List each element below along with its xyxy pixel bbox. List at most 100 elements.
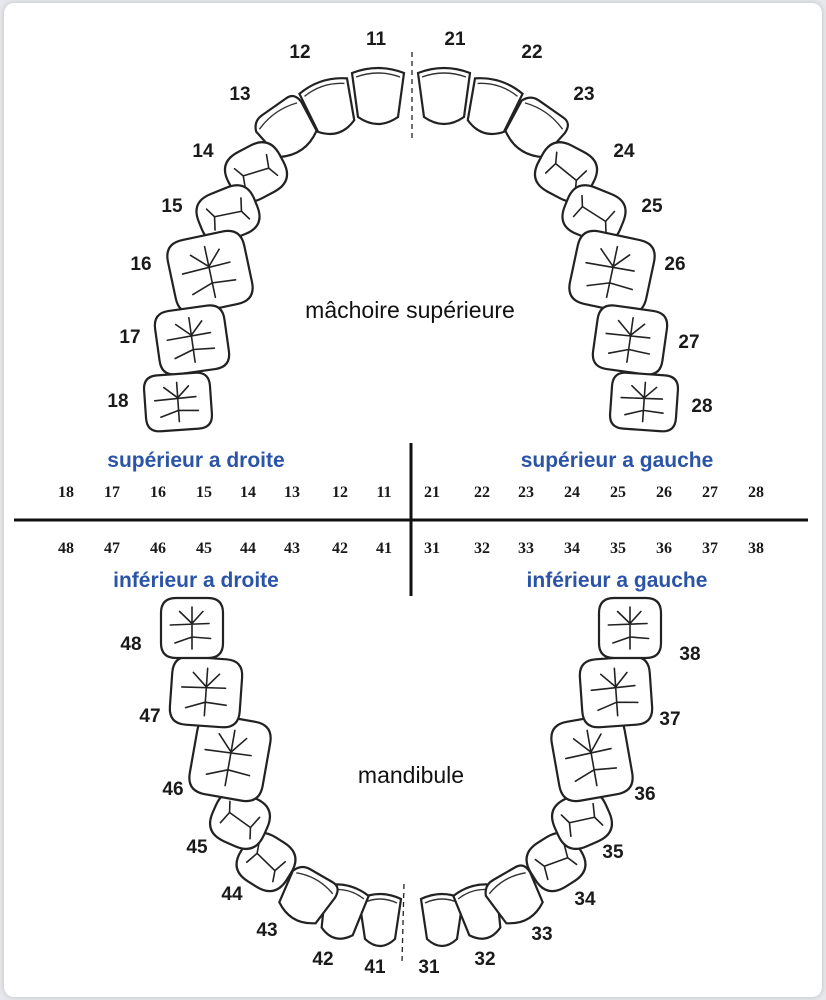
tooth-fissure: [564, 729, 618, 787]
tooth-fissure: [219, 800, 261, 840]
row-number-27: 27: [702, 484, 718, 501]
tooth-number-15: 15: [161, 196, 183, 217]
tooth-number-42: 42: [312, 949, 333, 970]
row-number-38: 38: [748, 540, 764, 557]
row-number-13: 13: [284, 484, 300, 501]
tooth-11: [350, 66, 406, 126]
tooth-fissure: [205, 197, 251, 231]
tooth-incisal-edge: [524, 102, 564, 130]
tooth-number-38: 38: [679, 644, 700, 665]
lower-midline: [401, 883, 405, 963]
tooth-outline: [419, 892, 465, 948]
tooth-outline: [350, 66, 406, 126]
tooth-fissure: [607, 606, 650, 650]
tooth-47: [168, 655, 244, 729]
tooth-48: [159, 596, 225, 660]
tooth-number-25: 25: [641, 196, 663, 217]
lower-jaw-label: mandibule: [358, 762, 464, 788]
tooth-incisal-edge: [258, 102, 298, 130]
tooth-number-48: 48: [120, 634, 141, 655]
tooth-outline: [298, 77, 356, 136]
tooth-number-17: 17: [119, 327, 140, 348]
row-number-24: 24: [564, 484, 580, 501]
row-number-11: 11: [376, 484, 391, 501]
tooth-fissure: [153, 381, 200, 423]
tooth-18: [142, 371, 214, 433]
tooth-incisal-edge: [488, 872, 526, 895]
tooth-number-33: 33: [531, 924, 552, 945]
row-number-22: 22: [474, 484, 490, 501]
tooth-outline: [504, 96, 569, 159]
tooth-23: [504, 96, 569, 159]
tooth-number-35: 35: [602, 842, 624, 863]
quadrant-label-lower-left: inférieur a gauche: [527, 569, 708, 592]
tooth-incisal-edge: [477, 82, 518, 97]
quadrant-label-upper-right: supérieur a droite: [107, 449, 284, 472]
tooth-28: [608, 371, 680, 433]
tooth-fissure: [245, 841, 287, 883]
upper-jaw-label: mâchoire supérieure: [305, 297, 515, 323]
tooth-38: [597, 596, 663, 660]
teeth-layer: [142, 66, 680, 948]
tooth-fissure: [233, 153, 279, 191]
tooth-16: [166, 229, 254, 315]
tooth-incisal-edge: [304, 82, 345, 97]
tooth-number-28: 28: [691, 396, 712, 417]
tooth-15: [195, 184, 261, 244]
row-number-21: 21: [424, 484, 440, 501]
tooth-number-47: 47: [139, 706, 160, 727]
tooth-45: [209, 790, 271, 850]
tooth-number-16: 16: [130, 254, 151, 275]
row-number-35: 35: [610, 540, 626, 557]
tooth-12: [298, 77, 356, 136]
tooth-number-31: 31: [418, 957, 440, 978]
tooth-incisal-edge: [421, 72, 467, 78]
row-number-33: 33: [518, 540, 534, 557]
tooth-number-18: 18: [107, 391, 128, 412]
tooth-43: [278, 865, 339, 925]
row-number-48: 48: [58, 540, 74, 557]
tooth-outline: [357, 892, 403, 948]
row-number-16: 16: [150, 484, 166, 501]
row-number-47: 47: [104, 540, 120, 557]
tooth-number-45: 45: [186, 837, 208, 858]
row-number-37: 37: [702, 540, 718, 557]
tooth-fissure: [620, 381, 664, 423]
row-number-17: 17: [104, 484, 120, 501]
tooth-fissure: [181, 245, 237, 299]
diagram-frame: [4, 3, 822, 997]
tooth-fissure: [204, 729, 252, 787]
tooth-outline: [278, 865, 339, 925]
tooth-fissure: [605, 317, 651, 363]
tooth-fissure: [572, 194, 616, 234]
row-number-14: 14: [240, 484, 256, 501]
row-number-15: 15: [196, 484, 212, 501]
tooth-number-12: 12: [289, 42, 310, 63]
tooth-outline: [254, 94, 318, 159]
tooth-incisal-edge: [355, 72, 401, 78]
decor-layer: [401, 52, 413, 963]
row-number-31: 31: [424, 540, 440, 557]
row-number-46: 46: [150, 540, 166, 557]
tooth-number-44: 44: [221, 884, 243, 905]
tooth-37: [578, 655, 654, 729]
tooth-33: [484, 864, 544, 925]
tooth-outline: [466, 77, 524, 136]
tooth-fissure: [169, 606, 212, 650]
tooth-fissure: [180, 667, 227, 717]
tooth-outline: [416, 66, 472, 126]
row-number-28: 28: [748, 484, 764, 501]
row-number-12: 12: [332, 484, 348, 501]
tooth-17: [153, 304, 231, 376]
tooth-number-27: 27: [678, 332, 699, 353]
row-number-42: 42: [332, 540, 348, 557]
row-number-34: 34: [564, 540, 580, 557]
tooth-outline: [484, 864, 544, 925]
row-number-26: 26: [656, 484, 672, 501]
tooth-number-43: 43: [256, 920, 277, 941]
row-number-43: 43: [284, 540, 300, 557]
row-number-36: 36: [656, 540, 672, 557]
tooth-number-26: 26: [664, 254, 685, 275]
tooth-number-34: 34: [574, 889, 596, 910]
tooth-number-32: 32: [474, 949, 495, 970]
